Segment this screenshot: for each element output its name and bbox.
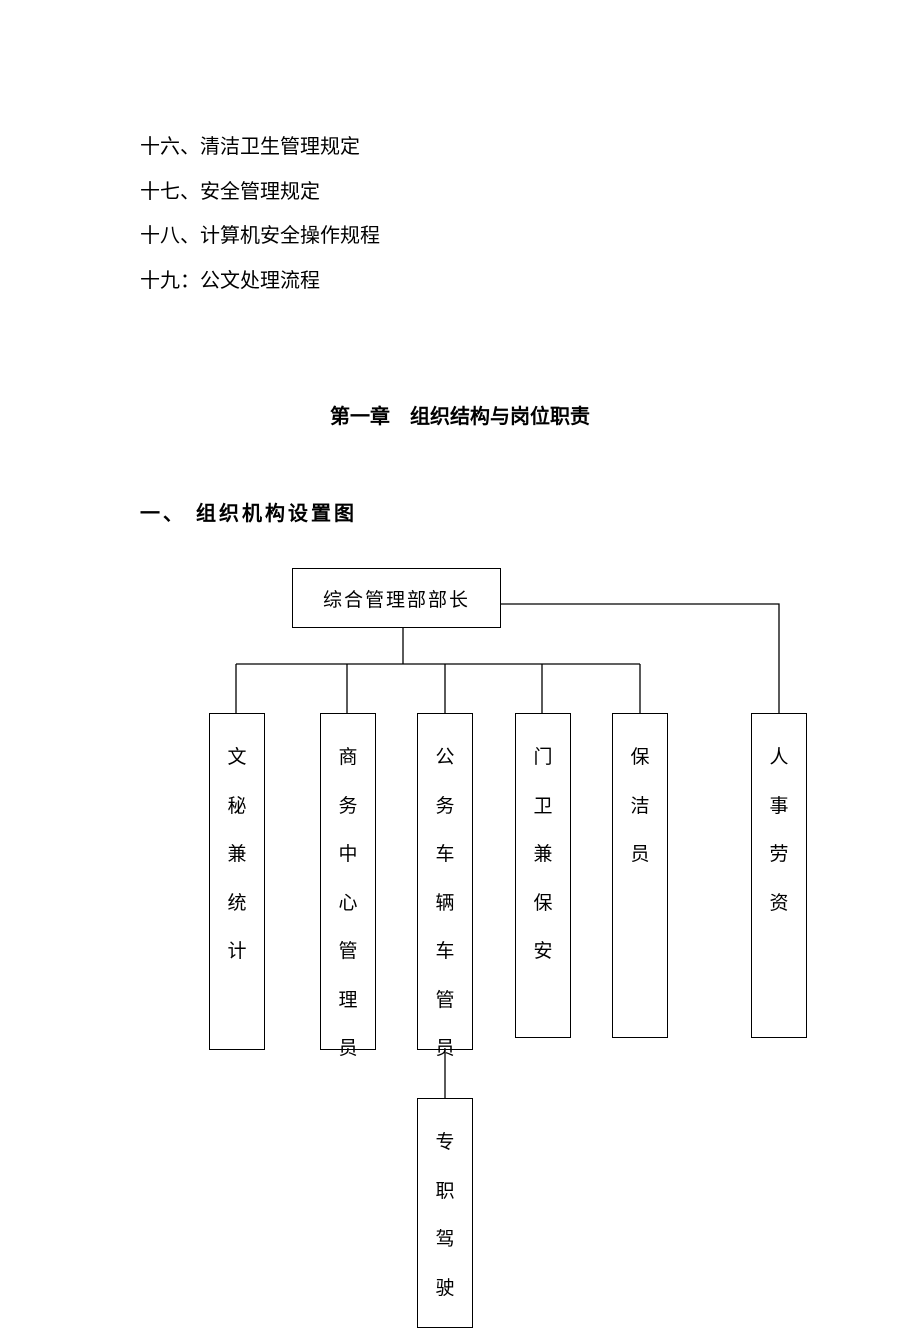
org-unit-box: 人事劳资 <box>751 713 807 1038</box>
org-unit-box: 商务中心管理员 <box>320 713 376 1059</box>
org-unit-label: 人事劳资 <box>769 746 789 914</box>
toc-item: 十七、安全管理规定 <box>140 178 320 203</box>
toc-item: 十九：公文处理流程 <box>140 267 320 292</box>
org-sub-unit-box: 专职驾驶 <box>417 1098 473 1328</box>
toc-list: 十六、清洁卫生管理规定 十七、安全管理规定 十八、计算机安全操作规程 十九：公文… <box>140 124 380 302</box>
org-sub-unit-label: 专职驾驶 <box>435 1131 455 1299</box>
org-unit-box: 门卫兼保安 <box>515 713 571 1038</box>
toc-item: 十八、计算机安全操作规程 <box>140 223 380 247</box>
org-unit-label: 保洁员 <box>630 746 650 865</box>
connector-line <box>501 603 780 713</box>
toc-item: 十六、清洁卫生管理规定 <box>140 134 360 158</box>
org-unit-label: 商务中心管理员 <box>338 746 358 1059</box>
org-unit-box: 文秘兼统计 <box>209 713 265 1050</box>
org-unit-label: 文秘兼统计 <box>227 746 247 962</box>
org-unit-label: 门卫兼保安 <box>533 746 553 962</box>
org-unit-label: 公务车辆车管员 <box>435 746 455 1059</box>
org-unit-box: 公务车辆车管员 <box>417 713 473 1059</box>
chapter-title: 第一章 组织结构与岗位职责 <box>330 404 590 428</box>
section-title: 一、 组织机构设置图 <box>140 501 357 525</box>
org-unit-box: 保洁员 <box>612 713 668 1038</box>
org-head-box: 综合管理部部长 <box>292 568 501 628</box>
